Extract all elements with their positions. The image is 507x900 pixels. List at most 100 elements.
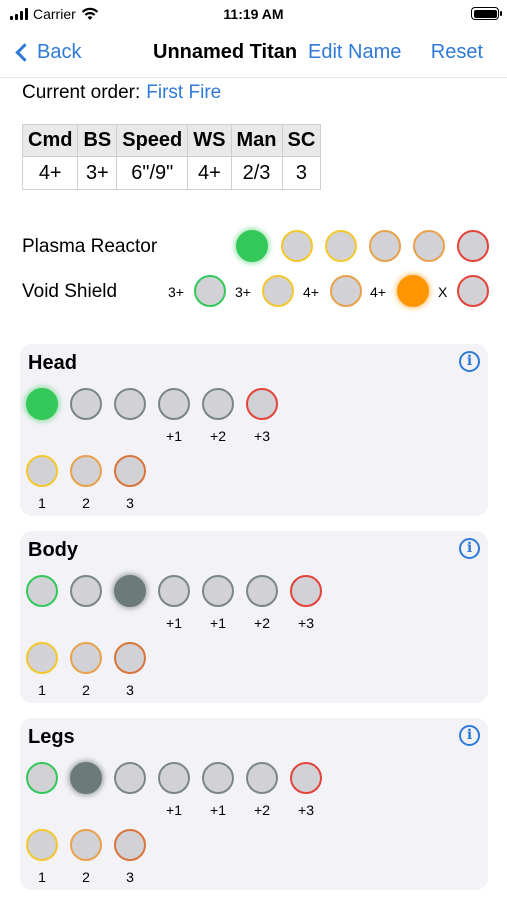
armour-pip[interactable] bbox=[70, 575, 102, 607]
stats-header-row: Cmd BS Speed WS Man SC bbox=[21, 124, 322, 157]
stat-header: Cmd bbox=[21, 124, 79, 157]
stat-header: Man bbox=[230, 124, 283, 157]
reactor-pip[interactable] bbox=[369, 230, 401, 262]
carrier-group: Carrier bbox=[10, 6, 99, 22]
current-order-value[interactable]: First Fire bbox=[146, 82, 222, 103]
armour-pip[interactable] bbox=[290, 762, 322, 794]
void-shield-label: Void Shield bbox=[22, 281, 118, 302]
armour-modifier: +1 bbox=[166, 802, 182, 818]
critical-pip[interactable] bbox=[114, 829, 146, 861]
armour-pip[interactable] bbox=[70, 762, 102, 794]
armour-modifier: +1 bbox=[210, 615, 226, 631]
void-shield-pip[interactable] bbox=[194, 275, 226, 307]
armour-pip[interactable] bbox=[158, 762, 190, 794]
void-shield-save-label: 4+ bbox=[303, 284, 319, 300]
armour-pip[interactable] bbox=[158, 388, 190, 420]
armour-pip[interactable] bbox=[246, 762, 278, 794]
armour-pip[interactable] bbox=[114, 762, 146, 794]
stat-value: 4+ bbox=[21, 156, 79, 190]
stat-header: SC bbox=[281, 124, 322, 157]
armour-pip[interactable] bbox=[246, 575, 278, 607]
page-title: Unnamed Titan bbox=[153, 41, 298, 63]
armour-pip[interactable] bbox=[114, 575, 146, 607]
chevron-left-icon bbox=[15, 43, 34, 62]
armour-modifier: +2 bbox=[210, 428, 226, 444]
reset-button[interactable]: Reset bbox=[430, 41, 483, 63]
stat-header: WS bbox=[187, 124, 232, 157]
armour-pip[interactable] bbox=[114, 388, 146, 420]
reactor-pip[interactable] bbox=[413, 230, 445, 262]
critical-pip[interactable] bbox=[70, 829, 102, 861]
stats-table: Cmd BS Speed WS Man SC 4+ 3+ 6"/9" 4+ 2/… bbox=[21, 124, 322, 190]
battery-icon bbox=[471, 7, 502, 20]
critical-label: 3 bbox=[126, 682, 134, 698]
armour-pip[interactable] bbox=[246, 388, 278, 420]
armour-modifier: +3 bbox=[298, 615, 314, 631]
void-shield-pip[interactable] bbox=[397, 275, 429, 307]
critical-pip[interactable] bbox=[70, 642, 102, 674]
reactor-pip[interactable] bbox=[281, 230, 313, 262]
armour-modifier: +3 bbox=[298, 802, 314, 818]
critical-label: 2 bbox=[82, 682, 90, 698]
armour-modifier: +1 bbox=[210, 802, 226, 818]
armour-modifier: +3 bbox=[254, 428, 270, 444]
void-shield-pip[interactable] bbox=[330, 275, 362, 307]
stats-value-row: 4+ 3+ 6"/9" 4+ 2/3 3 bbox=[21, 156, 322, 190]
armour-pip[interactable] bbox=[202, 762, 234, 794]
current-order-label: Current order: bbox=[22, 82, 141, 103]
critical-label: 1 bbox=[38, 495, 46, 511]
reactor-pip[interactable] bbox=[325, 230, 357, 262]
reactor-pip[interactable] bbox=[457, 230, 489, 262]
void-shield-save-label: X bbox=[438, 284, 448, 300]
armour-pip[interactable] bbox=[26, 388, 58, 420]
void-shield-pip[interactable] bbox=[457, 275, 489, 307]
critical-pip[interactable] bbox=[114, 642, 146, 674]
critical-pip[interactable] bbox=[26, 455, 58, 487]
void-shield-pip[interactable] bbox=[262, 275, 294, 307]
info-icon[interactable]: i bbox=[459, 538, 480, 559]
signal-icon bbox=[10, 8, 28, 20]
stat-header: Speed bbox=[116, 124, 189, 157]
armour-modifier: +2 bbox=[254, 615, 270, 631]
critical-label: 1 bbox=[38, 682, 46, 698]
armour-pip[interactable] bbox=[202, 575, 234, 607]
reactor-pip[interactable] bbox=[236, 230, 268, 262]
stat-value: 4+ bbox=[187, 156, 232, 190]
location-title: Head bbox=[28, 352, 77, 374]
armour-modifier: +2 bbox=[254, 802, 270, 818]
armour-pip[interactable] bbox=[202, 388, 234, 420]
current-order: Current order:First Fire bbox=[22, 82, 221, 104]
plasma-reactor-label: Plasma Reactor bbox=[22, 236, 158, 257]
stat-value: 2/3 bbox=[230, 156, 283, 190]
stat-value: 3 bbox=[281, 156, 322, 190]
critical-label: 1 bbox=[38, 869, 46, 885]
armour-pip[interactable] bbox=[26, 575, 58, 607]
critical-pip[interactable] bbox=[70, 455, 102, 487]
critical-pip[interactable] bbox=[26, 642, 58, 674]
location-panel-body: Body i +1 +1 +2 +3 1 2 3 bbox=[20, 531, 488, 703]
info-icon[interactable]: i bbox=[459, 725, 480, 746]
armour-modifier: +1 bbox=[166, 615, 182, 631]
stat-value: 3+ bbox=[77, 156, 118, 190]
critical-label: 2 bbox=[82, 869, 90, 885]
critical-pip[interactable] bbox=[26, 829, 58, 861]
location-title: Body bbox=[28, 539, 78, 561]
critical-label: 2 bbox=[82, 495, 90, 511]
armour-pip[interactable] bbox=[26, 762, 58, 794]
edit-name-button[interactable]: Edit Name bbox=[308, 41, 402, 63]
location-panel-legs: Legs i +1 +1 +2 +3 1 2 3 bbox=[20, 718, 488, 890]
critical-pip[interactable] bbox=[114, 455, 146, 487]
critical-label: 3 bbox=[126, 869, 134, 885]
armour-pip[interactable] bbox=[158, 575, 190, 607]
armour-pip[interactable] bbox=[290, 575, 322, 607]
back-label: Back bbox=[37, 41, 82, 63]
location-panel-head: Head i +1 +2 +3 1 2 3 bbox=[20, 344, 488, 516]
carrier-label: Carrier bbox=[33, 6, 76, 22]
info-icon[interactable]: i bbox=[459, 351, 480, 372]
back-button[interactable]: Back bbox=[14, 41, 81, 64]
void-shield-save-label: 3+ bbox=[235, 284, 251, 300]
armour-pip[interactable] bbox=[70, 388, 102, 420]
stat-value: 6"/9" bbox=[116, 156, 189, 190]
critical-label: 3 bbox=[126, 495, 134, 511]
void-shield-save-label: 3+ bbox=[168, 284, 184, 300]
